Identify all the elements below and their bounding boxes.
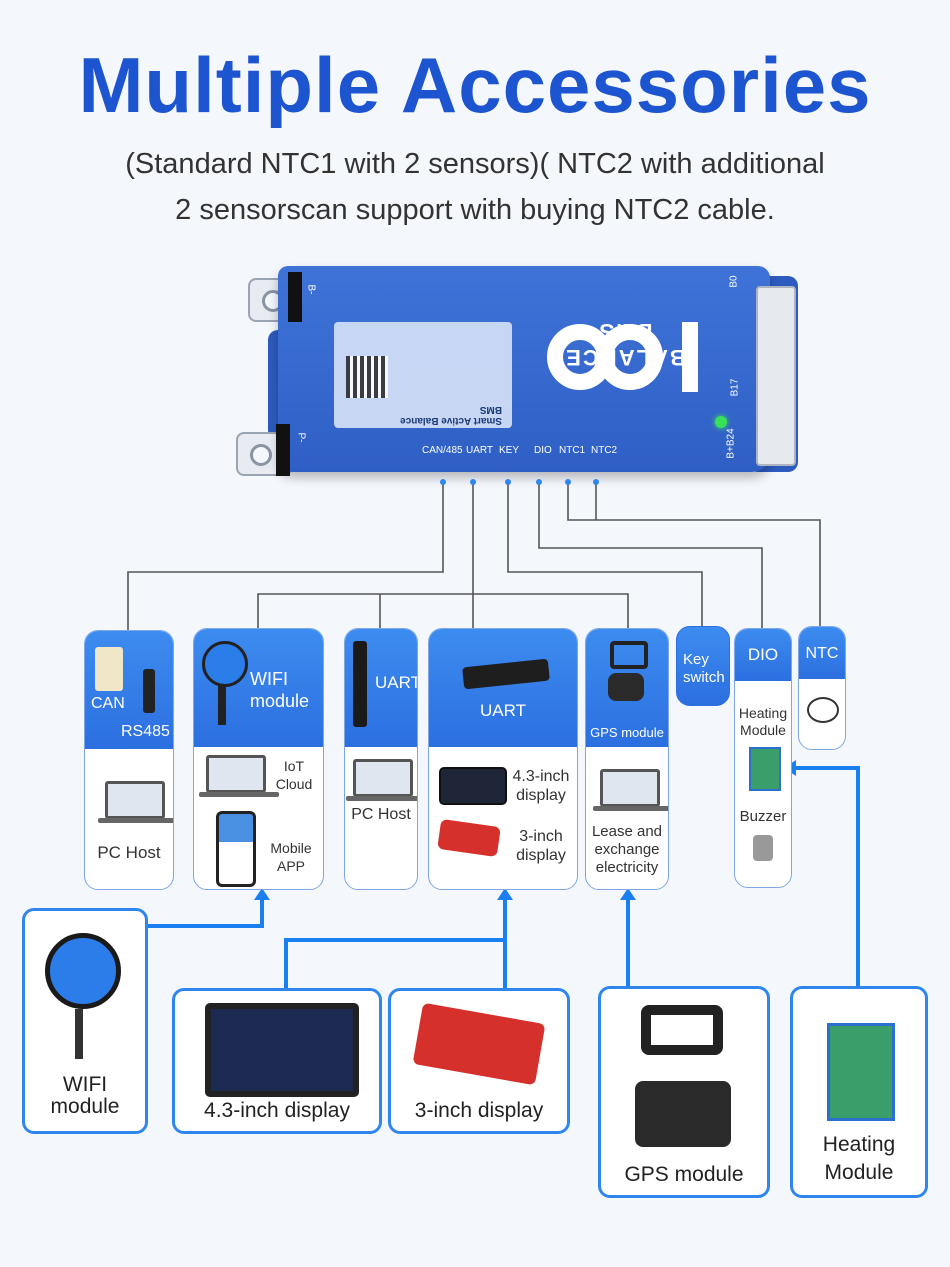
switch-label: switch xyxy=(683,669,725,686)
usb-icon xyxy=(143,669,155,713)
gps-module-label: GPS module xyxy=(590,725,664,740)
spec-title: Smart Active Balance BMS xyxy=(400,404,502,426)
bottom-gps-label: GPS module xyxy=(624,1163,744,1186)
laptop-icon xyxy=(346,759,417,801)
uart-label: UART xyxy=(375,673,418,692)
display-3inch-icon xyxy=(437,818,501,858)
dio-label: DIO xyxy=(747,645,779,664)
gps-electricity-label: electricity xyxy=(595,859,659,876)
uart-display-card: UART 4.3-inch display 3-inch display xyxy=(428,628,578,890)
bottom-heating-card: Heating Module xyxy=(790,986,928,1198)
balance-connector xyxy=(756,286,796,466)
status-led-icon xyxy=(715,416,727,428)
display43-label-a: 4.3-inch xyxy=(512,768,570,785)
rs485-label: RS485 xyxy=(121,723,170,740)
display-3inch-icon xyxy=(412,1002,546,1086)
subtitle-line-1: (Standard NTC1 with 2 sensors)( NTC2 wit… xyxy=(125,148,825,180)
port-label-ntc1: NTC1 xyxy=(559,445,586,456)
gps-card: GPS module Lease and exchange electricit… xyxy=(585,628,669,890)
can-label: CAN xyxy=(91,695,125,712)
wifi-module-icon xyxy=(202,641,248,687)
uart-display-title: UART xyxy=(480,701,526,720)
uart-display-card-header xyxy=(429,629,577,747)
b0-label: B0 xyxy=(728,275,740,288)
cloud-label: Cloud xyxy=(275,776,313,792)
ntc-card: NTC xyxy=(798,626,846,750)
bottom-display3-card: 3-inch display xyxy=(388,988,570,1134)
uart-pc-host-label: PC Host xyxy=(351,806,411,823)
port-label-can485: CAN/485 xyxy=(422,445,463,456)
port-label-key: KEY xyxy=(499,445,520,456)
iot-label: IoT xyxy=(283,758,305,774)
port-label-ntc2: NTC2 xyxy=(591,445,618,456)
dio-module-label: Module xyxy=(740,722,786,738)
bplus-label: B+B24 xyxy=(725,428,737,459)
b-minus-label: B- xyxy=(305,284,317,295)
bottom-wifi-module-label: module xyxy=(50,1095,120,1118)
gps-strap-icon xyxy=(610,641,648,669)
dio-card-header xyxy=(735,629,791,681)
bottom-display43-label: 4.3-inch display xyxy=(204,1099,350,1122)
gps-icon xyxy=(608,673,644,701)
bms-logo-icon xyxy=(546,322,698,392)
wifi-cable-icon xyxy=(218,685,226,725)
display43-label-b: display xyxy=(516,787,566,804)
gps-strap-icon xyxy=(641,1005,723,1055)
can-adapter-icon xyxy=(95,647,123,691)
key-switch-card: Key switch xyxy=(676,626,730,706)
sensor-icon xyxy=(807,697,839,723)
buzzer-icon xyxy=(753,835,773,861)
bottom-wifi-label: WIFI xyxy=(62,1073,108,1096)
wifi-title: WIFI xyxy=(250,669,288,689)
heating-module-icon xyxy=(827,1023,895,1121)
port-label-dio: DIO xyxy=(534,445,552,456)
mobile-label: Mobile xyxy=(270,840,312,856)
bottom-heating-label: Heating xyxy=(822,1133,896,1156)
laptop-icon xyxy=(199,755,279,797)
uart-pc-card: UART PC Host xyxy=(344,628,418,890)
b-minus-connector xyxy=(288,272,302,322)
laptop-icon xyxy=(593,769,668,811)
buzzer-label: Buzzer xyxy=(739,808,787,825)
ntc-label: NTC xyxy=(805,645,839,662)
dio-heating-label: Heating xyxy=(738,705,788,721)
key-label: Key xyxy=(683,651,709,668)
dio-card: DIO Heating Module Buzzer xyxy=(734,628,792,888)
display-icon xyxy=(439,767,507,805)
display-icon xyxy=(205,1003,359,1097)
usb-uart-icon xyxy=(353,641,367,727)
qr-code-icon xyxy=(346,356,388,398)
gps-icon xyxy=(635,1081,731,1147)
wifi-module-icon xyxy=(45,933,121,1009)
page-title: Multiple Accessories xyxy=(78,41,872,129)
display3-label-b: display xyxy=(516,847,566,864)
p-minus-connector xyxy=(276,424,290,476)
display3-label-a: 3-inch xyxy=(519,828,563,845)
b17-label: B17 xyxy=(729,378,741,397)
ntc-card-header xyxy=(799,627,845,679)
port-label-uart: UART xyxy=(466,445,494,456)
wifi-card: WIFI module IoT Cloud Mobile APP xyxy=(193,628,324,890)
bottom-gps-card: GPS module xyxy=(598,986,770,1198)
wifi-cable-icon xyxy=(75,1009,83,1059)
heating-module-icon xyxy=(749,747,781,791)
wifi-module-label: module xyxy=(250,691,310,711)
can-card: CAN RS485 PC Host xyxy=(84,630,174,890)
bottom-wifi-card: WIFI module xyxy=(22,908,148,1134)
bottom-display3-label: 3-inch display xyxy=(414,1099,544,1122)
bottom-heating-module-label: Module xyxy=(824,1161,894,1184)
laptop-icon xyxy=(98,781,173,823)
p-minus-label: P- xyxy=(295,432,307,443)
can-pc-host-label: PC Host xyxy=(97,843,161,862)
gps-exchange-label: exchange xyxy=(594,841,660,858)
phone-icon xyxy=(216,811,256,887)
gps-lease-label: Lease and xyxy=(591,823,663,840)
app-label: APP xyxy=(276,858,305,874)
subtitle-line-2: 2 sensorscan support with buying NTC2 ca… xyxy=(175,194,775,226)
bottom-display43-card: 4.3-inch display xyxy=(172,988,382,1134)
